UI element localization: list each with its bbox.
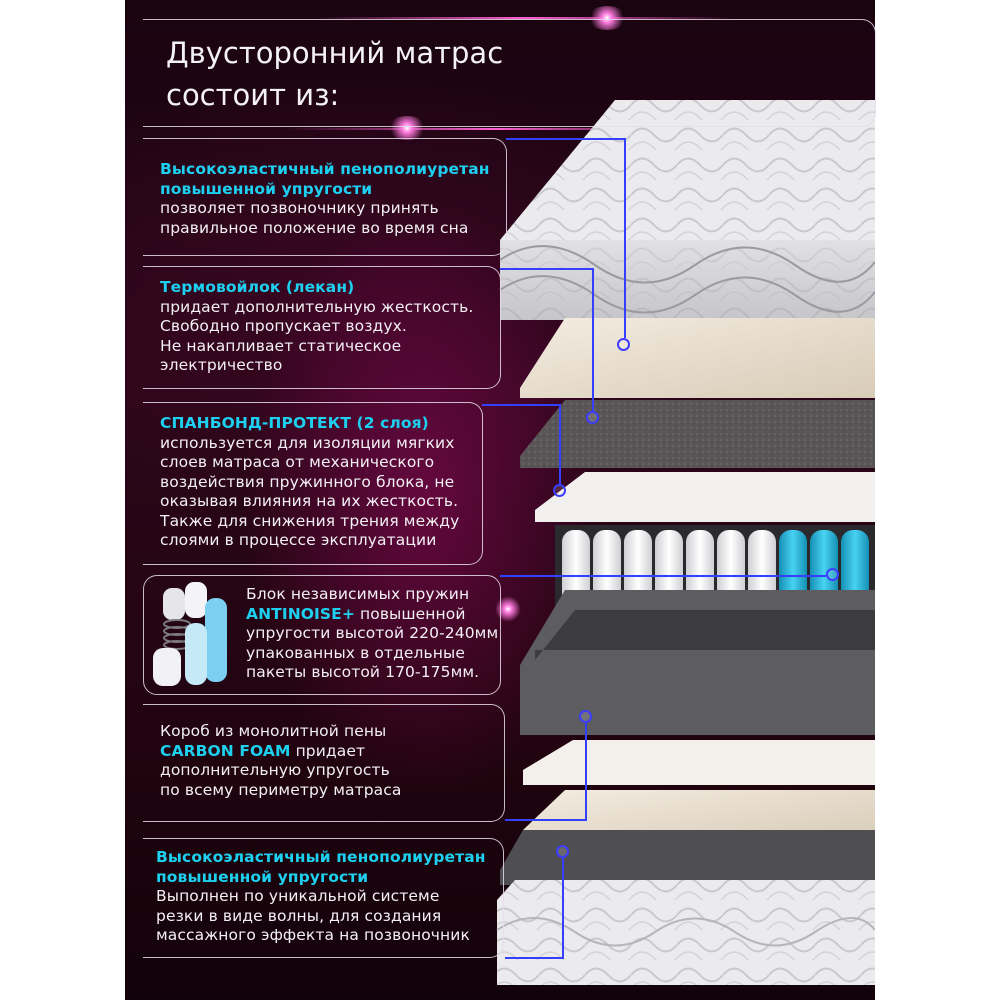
- layer-3-heading: СПАНБОНД-ПРОТЕКТ (2 слоя): [160, 414, 429, 432]
- light-flare: [495, 596, 521, 622]
- layer-1-heading: повышенной упругости: [160, 179, 373, 198]
- page-title: Двусторонний матрас состоит из:: [166, 32, 503, 116]
- connector-line-1: [506, 138, 626, 140]
- layer-4-description: упакованных в отдельные: [246, 643, 465, 662]
- connector-dot-1: [617, 338, 630, 351]
- connector-dot-5: [579, 710, 592, 723]
- layer-5-text: Короб из монолитной пены CARBON FOAM при…: [160, 722, 402, 800]
- layer-3-description: используется для изоляции мягких: [160, 433, 455, 452]
- layer-2-heading: Термовойлок (лекан): [160, 278, 355, 296]
- connector-line-4: [500, 575, 826, 577]
- layer-panel-2: [143, 266, 501, 389]
- title-line-2: состоит из:: [166, 78, 340, 112]
- title-line-1: Двусторонний матрас: [166, 36, 504, 70]
- layer-2-description: электричество: [160, 356, 283, 374]
- glow-line: [315, 17, 735, 19]
- layer-6-heading: повышенной упругости: [156, 867, 369, 886]
- connector-dot-3: [553, 484, 566, 497]
- layer-5-description: по всему периметру матраса: [160, 780, 402, 799]
- connector-line-1: [624, 138, 626, 338]
- layer-5-description: дополнительную упругость: [160, 761, 390, 779]
- light-flare: [387, 116, 427, 140]
- antinoise-brand: ANTINOISE+: [246, 604, 355, 623]
- connector-dot-2: [586, 411, 599, 424]
- infographic-background: [125, 0, 875, 1000]
- connector-line-3: [559, 404, 561, 484]
- carbon-foam-brand: CARBON FOAM: [160, 741, 291, 760]
- layer-4-line: повышенной: [354, 604, 466, 623]
- layer-panel-1: [143, 138, 507, 256]
- layer-3-description: оказывая влияния на их жесткость.: [160, 492, 459, 510]
- layer-1-description: позволяет позвоночнику принять: [160, 199, 439, 217]
- connector-line-6: [562, 858, 564, 958]
- layer-panel-3: [143, 402, 483, 565]
- layer-2-description: Не накапливает статическое: [160, 336, 402, 355]
- layer-6-heading: Высокоэластичный пенополиуретан: [156, 848, 486, 866]
- layer-3-description: слоев матраса от механического: [160, 453, 435, 471]
- layer-panel-4: [143, 575, 501, 695]
- connector-line-5: [585, 723, 587, 820]
- connector-line-2: [592, 268, 594, 412]
- layer-5-line: Короб из монолитной пены: [160, 722, 387, 740]
- layer-4-text: Блок независимых пружин ANTINOISE+ повыш…: [246, 585, 498, 683]
- layer-panel-5: [143, 704, 505, 822]
- layer-2-description: придает дополнительную жесткость.: [160, 297, 474, 316]
- light-flare: [587, 6, 627, 30]
- layer-5-line: придает: [290, 741, 366, 760]
- layer-6-description: массажного эффекта на позвоночник: [156, 926, 470, 944]
- layer-3-description: Также для снижения трения между: [160, 511, 460, 530]
- layer-3-description: воздействия пружинного блока, не: [160, 472, 455, 491]
- layer-3-description: слоями в процессе эксплуатации: [160, 531, 437, 549]
- connector-line-2: [500, 268, 593, 270]
- connector-dot-6: [556, 845, 569, 858]
- connector-line-5: [505, 819, 587, 821]
- connector-dot-4: [826, 568, 839, 581]
- layer-4-description: пакеты высотой 170-175мм.: [246, 663, 480, 681]
- mattress-layers-illustration: [496, 100, 875, 985]
- title-frame: [143, 19, 876, 127]
- layer-6-text: Высокоэластичный пенополиуретан повышенн…: [156, 848, 486, 946]
- layer-panel-6: [143, 838, 504, 958]
- layer-6-description: Выполнен по уникальной системе: [156, 887, 440, 905]
- glow-line: [285, 128, 705, 130]
- layer-1-text: Высокоэластичный пенополиуретан повышенн…: [160, 160, 490, 238]
- layer-1-description: правильное положение во время сна: [160, 218, 469, 237]
- layer-3-text: СПАНБОНД-ПРОТЕКТ (2 слоя) используется д…: [160, 414, 459, 551]
- layer-2-description: Свободно пропускает воздух.: [160, 317, 407, 335]
- connector-line-3: [482, 404, 560, 406]
- layer-1-heading: Высокоэластичный пенополиуретан: [160, 160, 490, 178]
- layer-4-line: Блок независимых пружин: [246, 585, 470, 603]
- layer-4-description: упругости высотой 220-240мм: [246, 624, 499, 642]
- spring-thumbnail-image: [153, 582, 227, 686]
- connector-line-6: [505, 957, 564, 959]
- layer-2-text: Термовойлок (лекан) придает дополнительн…: [160, 278, 473, 376]
- layer-6-description: резки в виде волны, для создания: [156, 906, 442, 925]
